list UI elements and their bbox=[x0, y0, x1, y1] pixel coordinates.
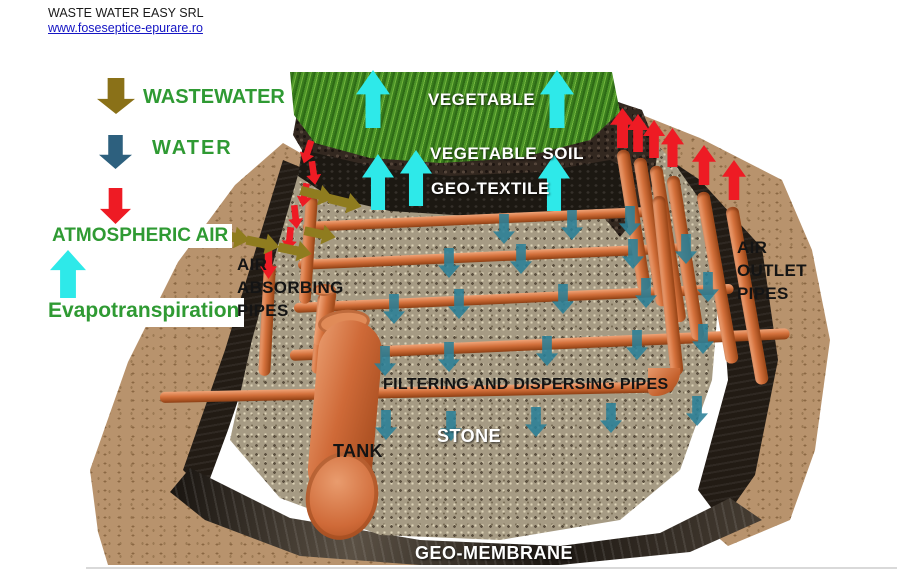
cyan-up-arrow-icon bbox=[356, 70, 390, 128]
teal-down-arrow-icon bbox=[536, 336, 558, 366]
red-up-arrow-icon bbox=[661, 128, 684, 167]
teal-down-arrow-icon bbox=[510, 244, 532, 274]
air-absorbing-pipes-label: AIR ABSORBING PIPES bbox=[237, 253, 344, 322]
teal-down-arrow-icon bbox=[692, 324, 714, 354]
red-up-arrow-icon bbox=[722, 160, 746, 200]
olive-right-arrow-icon bbox=[302, 221, 337, 247]
tank-label: TANK bbox=[333, 441, 383, 461]
legend-evapotranspiration-label: Evapotranspiration bbox=[46, 298, 245, 327]
tank-inlet-stub-cap bbox=[313, 284, 336, 296]
geo-textile-label: GEO-TEXTILE bbox=[431, 179, 550, 198]
filtering-pipes-label: FILTERING AND DISPERSING PIPES bbox=[383, 376, 669, 393]
teal-down-arrow-icon bbox=[438, 248, 460, 278]
teal-down-arrow-icon bbox=[375, 410, 397, 440]
air-outlet-line-2: OUTLET bbox=[737, 261, 807, 280]
legend-atmospheric-air-label: ATMOSPHERIC AIR bbox=[48, 224, 233, 248]
teal-down-arrow-icon bbox=[493, 214, 515, 244]
vegetable-soil-label: VEGETABLE SOIL bbox=[430, 144, 585, 163]
teal-down-arrow-icon bbox=[697, 272, 719, 302]
teal-down-arrow-icon bbox=[561, 210, 583, 240]
cyan-up-arrow-icon bbox=[400, 150, 432, 206]
stone-label: STONE bbox=[437, 426, 502, 446]
teal-down-arrow-icon bbox=[600, 403, 622, 433]
teal-down-arrow-icon bbox=[622, 239, 644, 269]
teal-down-arrow-icon bbox=[552, 284, 574, 314]
air-absorbing-line-3: PIPES bbox=[237, 301, 289, 320]
geo-membrane-label: GEO-MEMBRANE bbox=[415, 543, 573, 563]
red-down-arrow-icon bbox=[287, 204, 304, 229]
bottom-divider bbox=[86, 567, 897, 569]
teal-down-arrow-icon bbox=[448, 289, 470, 319]
teal-down-arrow-icon bbox=[675, 234, 697, 264]
vegetable-label: VEGETABLE bbox=[428, 90, 536, 109]
cyan-up-arrow-icon bbox=[540, 70, 574, 128]
legend-wastewater-label: WASTEWATER bbox=[143, 86, 285, 108]
air-outlet-pipes-label: AIR OUTLET PIPES bbox=[737, 236, 807, 305]
cyan-up-arrow-icon bbox=[362, 154, 394, 210]
air-outlet-line-3: PIPES bbox=[737, 284, 789, 303]
teal-down-arrow-icon bbox=[686, 396, 708, 426]
teal-down-arrow-icon bbox=[619, 206, 641, 236]
red-up-arrow-icon bbox=[692, 145, 716, 185]
olive-right-arrow-icon bbox=[326, 188, 364, 217]
teal-down-arrow-icon bbox=[626, 330, 648, 360]
legend-water-label: WATER bbox=[152, 137, 233, 159]
air-absorbing-line-1: AIR bbox=[237, 255, 268, 274]
teal-down-arrow-icon bbox=[383, 294, 405, 324]
air-absorbing-line-2: ABSORBING bbox=[237, 278, 344, 297]
air-outlet-line-1: AIR bbox=[737, 238, 768, 257]
teal-down-arrow-icon bbox=[374, 346, 396, 376]
teal-down-arrow-icon bbox=[635, 278, 657, 308]
red-up-arrow-icon bbox=[643, 120, 665, 158]
teal-down-arrow-icon bbox=[525, 407, 547, 437]
website-link[interactable]: www.foseseptice-epurare.ro bbox=[48, 21, 203, 35]
company-name: WASTE WATER EASY SRL bbox=[48, 6, 204, 20]
red-down-arrow-icon bbox=[304, 160, 322, 186]
teal-down-arrow-icon bbox=[438, 342, 460, 372]
